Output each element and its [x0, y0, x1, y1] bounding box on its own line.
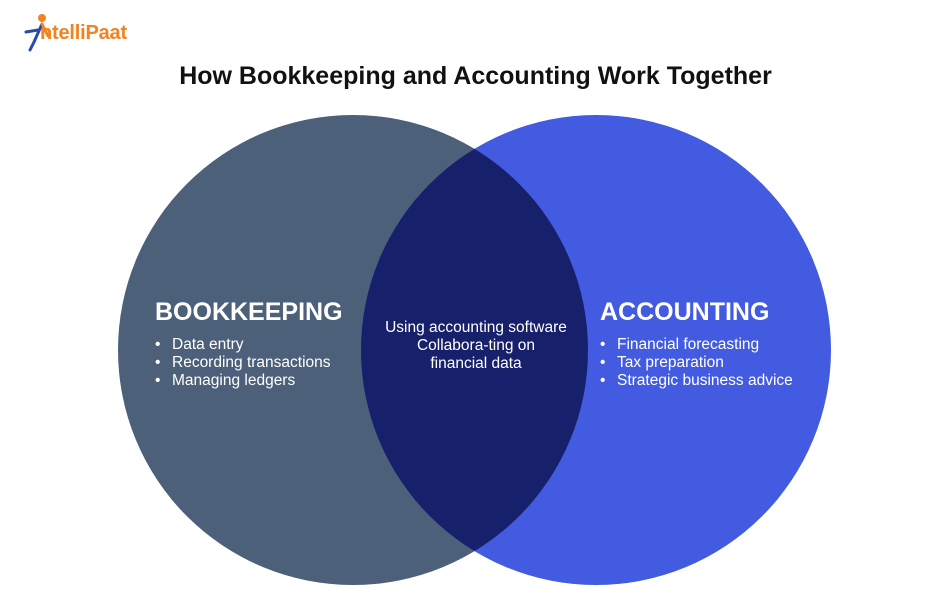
accounting-heading: ACCOUNTING [600, 298, 770, 326]
logo-figure-icon [24, 14, 50, 52]
intellipaat-logo [20, 12, 150, 52]
list-item: Managing ledgers [155, 372, 331, 390]
overlap-line: Collabora-ting on [416, 337, 536, 354]
bookkeeping-heading: BOOKKEEPING [155, 298, 343, 326]
list-item: Recording transactions [155, 354, 331, 372]
list-item: Tax preparation [600, 354, 793, 372]
overlap-region [361, 115, 588, 585]
list-item: Data entry [155, 336, 331, 354]
bookkeeping-list: Data entry Recording transactions Managi… [155, 336, 331, 390]
overlap-line: financial data [430, 355, 522, 372]
overlap-line: Using accounting software [385, 319, 567, 336]
accounting-list: Financial forecasting Tax preparation St… [600, 336, 793, 390]
list-item: Financial forecasting [600, 336, 793, 354]
logo-text: ntelliPaat [40, 22, 127, 44]
overlap-text: Using accounting software Collabora-ting… [366, 319, 586, 373]
list-item: Strategic business advice [600, 372, 793, 390]
page-title: How Bookkeeping and Accounting Work Toge… [179, 62, 772, 90]
